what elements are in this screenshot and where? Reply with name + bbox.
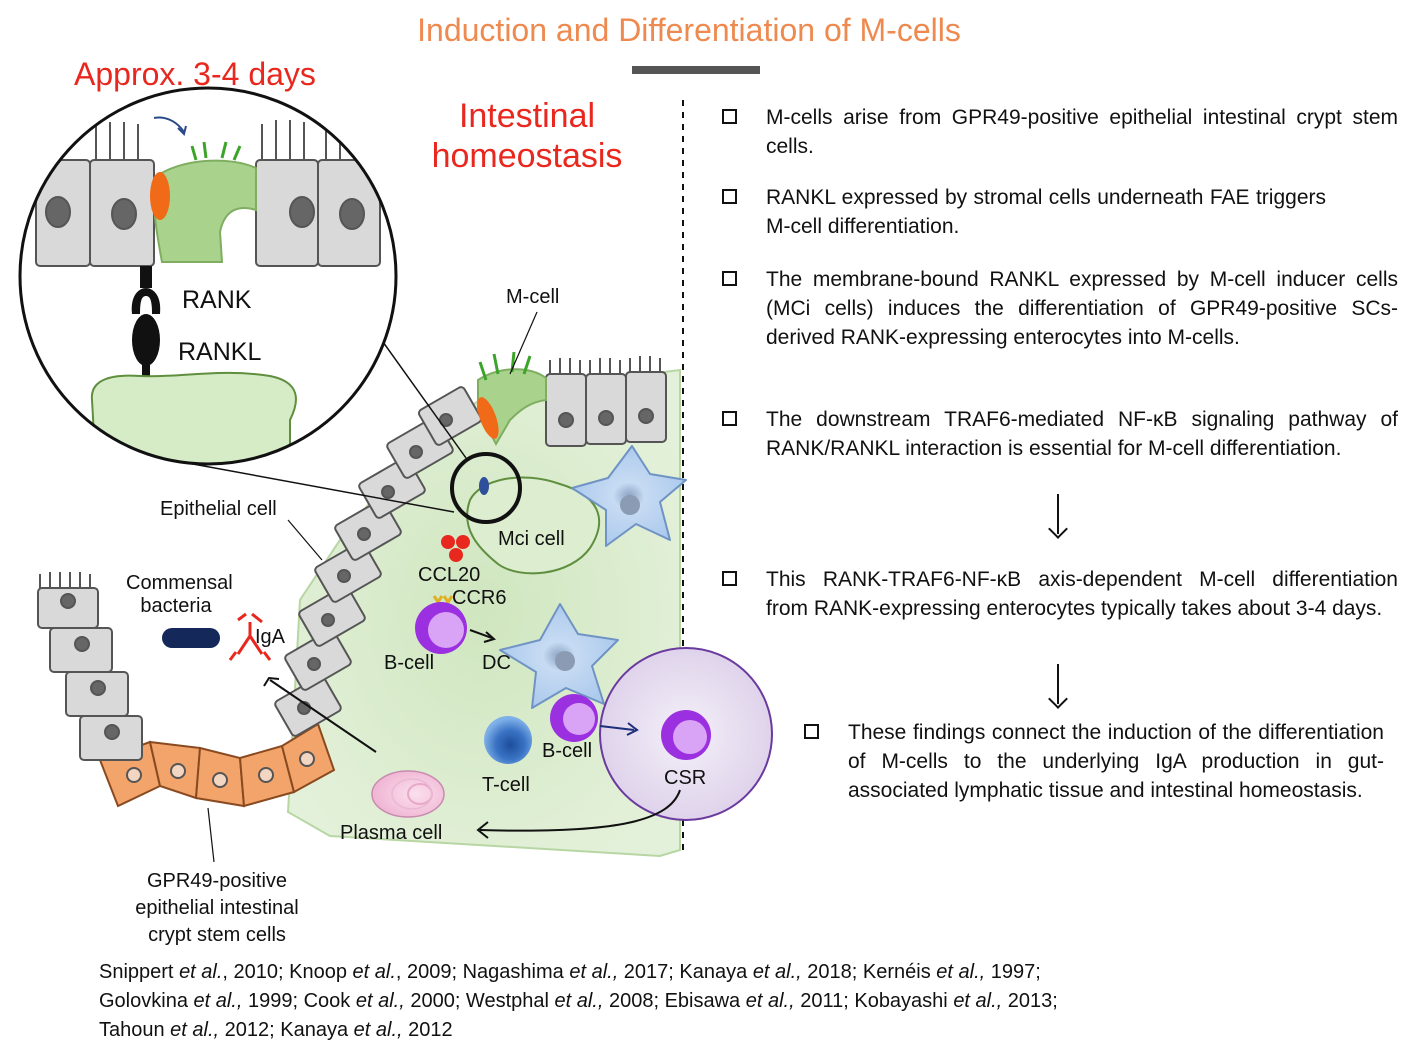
- mci-cell-label: Mci cell: [498, 528, 565, 550]
- reference-italic: et al.,: [554, 990, 604, 1012]
- m-cell-label: M-cell: [506, 286, 560, 308]
- checkbox-icon: [722, 271, 737, 286]
- reference-italic: et al.,: [193, 990, 243, 1012]
- mci-cell: [466, 476, 601, 575]
- crypt-left-microvilli: [39, 572, 91, 588]
- reference-italic: et al.: [352, 961, 396, 983]
- reference-text: , 2009; Nagashima: [395, 961, 570, 983]
- zoom-inset: [20, 88, 396, 464]
- reference-text: 2011; Kobayashi: [794, 990, 954, 1012]
- homeostasis-label: Intestinal homeostasis: [431, 97, 623, 175]
- t-cell-label: T-cell: [482, 774, 530, 796]
- t-cell: [484, 716, 532, 764]
- epithelial-cell-label: Epithelial cell: [160, 498, 277, 520]
- reference-text: , 2010; Knoop: [222, 961, 353, 983]
- bullet-5: This RANK-TRAF6-NF-κB axis-dependent M-c…: [722, 565, 1398, 623]
- commensal-bacteria: [162, 628, 220, 648]
- page-title: Induction and Differentiation of M-cells: [417, 12, 961, 48]
- reference-line: Golovkina et al., 1999; Cook et al., 200…: [99, 987, 1399, 1016]
- reference-text: 1997;: [985, 961, 1041, 983]
- bullet-4: The downstream TRAF6-mediated NF-κB sign…: [722, 405, 1398, 463]
- bullet-3: The membrane-bound RANKL expressed by M-…: [722, 265, 1398, 352]
- reference-text: 2012; Kanaya: [219, 1019, 354, 1041]
- reference-italic: et al.,: [752, 961, 802, 983]
- commensal-bacteria-label: Commensal bacteria: [126, 572, 233, 617]
- reference-text: 2017; Kanaya: [618, 961, 753, 983]
- iga-antibody: [228, 612, 272, 661]
- reference-italic: et al.,: [170, 1019, 220, 1041]
- reference-italic: et al.,: [355, 990, 405, 1012]
- csr-label: CSR: [664, 767, 707, 789]
- ccr6-receptors: [432, 595, 454, 605]
- villus-microvilli: [549, 356, 661, 374]
- reference-line: Snippert et al., 2010; Knoop et al., 200…: [99, 958, 1399, 987]
- arrow-down-icon: [1057, 494, 1059, 534]
- reference-text: 2012: [402, 1019, 453, 1041]
- checkbox-icon: [722, 109, 737, 124]
- b-cell-2: [550, 694, 598, 742]
- plasma-cell: [371, 770, 445, 818]
- b-cell-2-label: B-cell: [542, 740, 593, 762]
- stem-cells-label: GPR49-positive epithelial intestinal cry…: [135, 870, 299, 946]
- arrow-down-icon: [1057, 664, 1059, 704]
- reference-italic: et al.,: [745, 990, 795, 1012]
- checkbox-icon: [722, 189, 737, 204]
- ccl20-dots: [441, 535, 470, 562]
- checkbox-icon: [722, 411, 737, 426]
- plasma-cell-label: Plasma cell: [340, 822, 443, 844]
- reference-italic: et al.,: [569, 961, 619, 983]
- reference-text: Snippert: [99, 961, 180, 983]
- reference-text: 1999; Cook: [242, 990, 356, 1012]
- timing-label: Approx. 3-4 days: [74, 56, 316, 92]
- title-underline: [632, 66, 760, 74]
- reference-text: Tahoun: [99, 1019, 171, 1041]
- iga-label: IgA: [255, 626, 286, 648]
- reference-italic: et al.: [179, 961, 223, 983]
- references: Snippert et al., 2010; Knoop et al., 200…: [99, 958, 1399, 1045]
- ccr6-label: CCR6: [452, 587, 507, 609]
- crypt-left-cells: [37, 587, 143, 761]
- rankl-label: RANKL: [178, 338, 262, 366]
- reference-italic: et al.,: [353, 1019, 403, 1041]
- reference-text: Golovkina: [99, 990, 194, 1012]
- reference-text: 2013;: [1002, 990, 1058, 1012]
- checkbox-icon: [804, 724, 819, 739]
- bullet-1: M-cells arise from GPR49-positive epithe…: [722, 103, 1398, 161]
- ccl20-label: CCL20: [418, 564, 481, 586]
- reference-italic: et al.,: [953, 990, 1003, 1012]
- reference-italic: et al.,: [936, 961, 986, 983]
- dendritic-cell-1: [571, 445, 687, 547]
- b-cell-label: B-cell: [384, 652, 435, 674]
- m-cell-shape: [477, 351, 547, 447]
- csr-b-cell: [661, 710, 711, 760]
- dc-label: DC: [482, 652, 511, 674]
- bullet-2: RANKL expressed by stromal cells underne…: [722, 183, 1398, 241]
- dendritic-cell-2: [499, 603, 619, 709]
- reference-line: Tahoun et al., 2012; Kanaya et al., 2012: [99, 1016, 1399, 1045]
- focus-circle: [450, 452, 522, 524]
- stem-cells: [98, 722, 336, 808]
- reference-text: 2000; Westphal: [404, 990, 555, 1012]
- b-cell-1: [415, 602, 467, 654]
- rank-label: RANK: [182, 286, 252, 314]
- villus-top-cells: [545, 371, 667, 447]
- reference-text: 2008; Ebisawa: [603, 990, 746, 1012]
- bullet-6: These findings connect the induction of …: [804, 718, 1384, 805]
- checkbox-icon: [722, 571, 737, 586]
- reference-text: 2018; Kernéis: [801, 961, 937, 983]
